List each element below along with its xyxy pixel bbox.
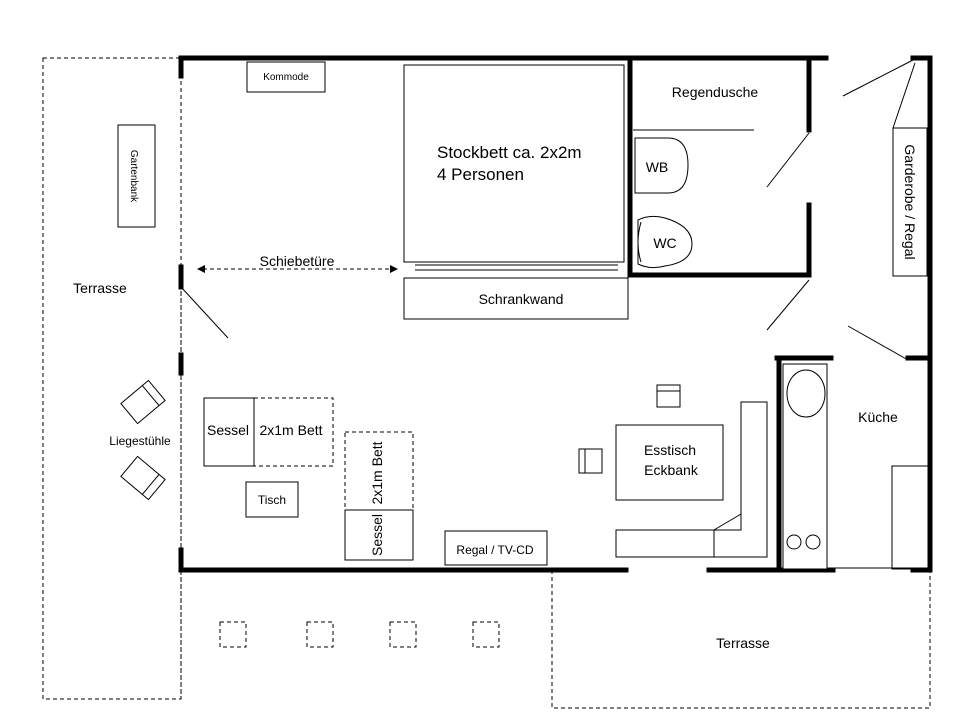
schrankwand-label: Schrankwand [479,291,564,307]
chair-top [656,384,681,408]
sessel-2-box [344,509,414,561]
sessel-2-label: Sessel [369,514,385,556]
schiebetuere-arrow [197,265,398,273]
esstisch-box [615,424,724,501]
eckbank [615,401,768,558]
stockbett-label-line2: 4 Personen [437,165,524,184]
wb-label: WB [646,159,669,175]
kommode-label: Kommode [263,72,309,83]
esstisch-label-line1: Esstisch [644,442,696,458]
bett-2-label: 2x1m Bett [369,441,385,504]
door-swings [180,59,914,361]
sessel-1-box [203,397,255,467]
bett-1-outline [253,397,334,467]
regendusche-label: Regendusche [672,84,759,100]
terrace-left-outline [42,57,182,700]
tisch-label: Tisch [258,493,286,507]
deck-chair-2 [120,455,166,501]
gartenbank-label: Gartenbank [128,150,139,203]
garderobe-label: Garderobe / Regal [902,144,918,259]
kitchen-walls [774,355,933,573]
tisch-box [245,481,299,518]
stove-burner-2 [805,534,821,550]
terrace-post-4 [472,621,500,648]
bathroom-walls [627,55,812,278]
regal-tv-box [444,530,548,566]
bett-2-outline [344,431,414,511]
terrasse-left-label: Terrasse [73,280,127,296]
bett-1-label: 2x1m Bett [259,422,322,438]
esstisch-label-line2: Eckbank [644,462,699,478]
chair-left [578,448,603,474]
kommode-box [246,61,326,93]
toilet-shape [637,215,693,269]
terrace-bottom-right-outline [551,570,931,709]
terrasse-bottom-label: Terrasse [716,635,770,651]
schiebetuere-label: Schiebetüre [260,253,335,269]
liegestuehle-label: Liegestühle [109,434,171,448]
kitchen-sink [782,363,828,570]
gartenbank-box [117,124,156,228]
kitchen-cabinet [891,465,929,570]
terrace-post-2 [306,621,334,648]
regal-tv-label: Regal / TV-CD [456,543,533,557]
sessel-1-label: Sessel [207,422,249,438]
stockbett-label-line1: Stockbett ca. 2x2m [437,143,582,162]
garderobe-door-line [892,62,916,129]
exterior-walls [178,55,933,573]
garderobe-box [892,127,928,277]
stockbett-box [403,64,625,263]
wc-label: WC [653,235,676,251]
kueche-label: Küche [858,409,898,425]
schrankwand-box [403,277,629,320]
stove-burner-1 [786,534,802,550]
washbasin-shape [634,137,689,194]
terrace-post-3 [389,621,417,648]
terrace-post-1 [219,621,247,648]
deck-chair-1 [120,379,166,425]
